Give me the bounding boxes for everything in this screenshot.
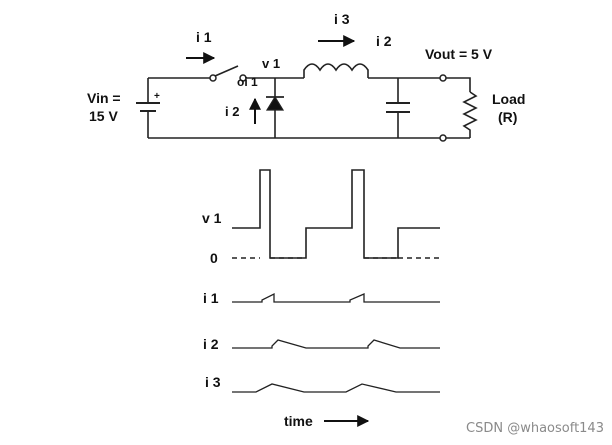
label-wave-zero: 0 xyxy=(210,250,218,266)
waveform-v1 xyxy=(232,169,440,259)
switch-blade xyxy=(214,65,239,77)
label-vin-line2: 15 V xyxy=(89,108,118,124)
label-i2-diode: i 2 xyxy=(225,104,239,119)
label-i3: i 3 xyxy=(334,11,350,27)
label-i1: i 1 xyxy=(196,29,212,45)
load-resistor xyxy=(462,91,478,138)
label-v1-node: v 1 xyxy=(262,56,280,71)
waveform-i1 xyxy=(232,292,440,303)
label-node-i1: oi 1 xyxy=(237,75,258,89)
label-wave-i3: i 3 xyxy=(205,374,221,390)
label-vin-line1: Vin = xyxy=(87,90,121,106)
label-wave-v1: v 1 xyxy=(202,210,222,226)
circuit-schematic: i 1 v 1 oi 1 i 2 i 3 i 2 Vout = 5 V Vin … xyxy=(87,11,525,142)
label-wave-i2: i 2 xyxy=(203,336,219,352)
switch-contact-left xyxy=(209,74,217,82)
label-time: time xyxy=(284,413,313,429)
watermark: CSDN @whaosoft143 xyxy=(466,421,604,436)
diode xyxy=(265,95,285,111)
inductor xyxy=(303,63,369,78)
label-wave-i1: i 1 xyxy=(203,290,219,306)
label-load-line2: (R) xyxy=(498,109,517,125)
waveform-i3 xyxy=(232,383,440,393)
output-terminal-top xyxy=(439,74,447,82)
label-battery-plus: + xyxy=(154,91,160,102)
output-terminal-bottom xyxy=(439,134,447,142)
label-load-line1: Load xyxy=(492,91,525,107)
wire-output-to-load-top xyxy=(446,77,471,92)
waveform-panel: v 1 0 i 1 i 2 i 3 time xyxy=(202,169,440,429)
waveform-i2 xyxy=(232,339,440,349)
label-i2-out: i 2 xyxy=(376,33,392,49)
label-vout: Vout = 5 V xyxy=(425,46,493,62)
